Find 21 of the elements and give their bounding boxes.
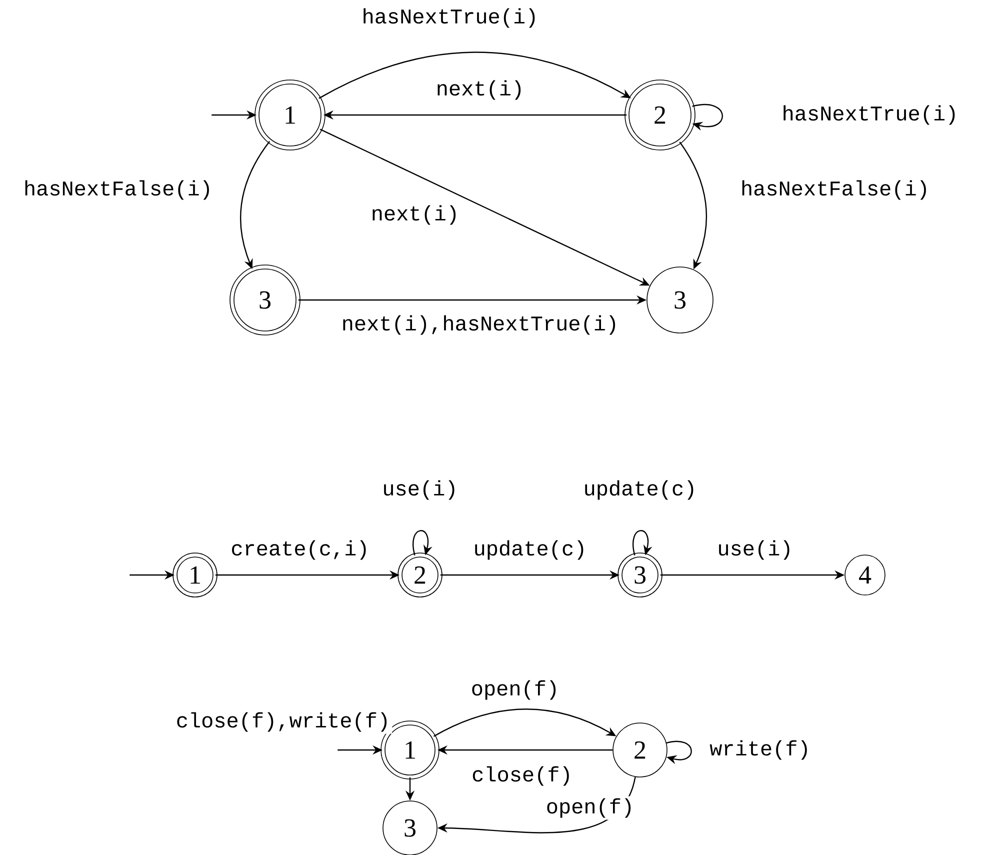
- edge-label: use(i): [715, 538, 795, 562]
- edge-label: hasNextTrue(i): [780, 103, 960, 127]
- edge-label: close(f): [470, 764, 574, 788]
- edge-label: write(f): [708, 738, 812, 762]
- loop-arrow: [632, 530, 652, 556]
- edge-label: hasNextFalse(i): [738, 178, 932, 202]
- edge-label: open(f): [468, 678, 562, 702]
- loop-arrow: [692, 104, 723, 131]
- edge-label: hasNextTrue(i): [360, 6, 540, 30]
- edge-label: close(f),write(f): [174, 710, 392, 734]
- edge-label: use(i): [380, 478, 460, 502]
- loop-arrow: [412, 530, 432, 556]
- edge-label: open(f): [544, 796, 636, 820]
- edge-label: update(c): [471, 538, 589, 562]
- edge-label: create(c,i): [228, 538, 372, 562]
- edge-label: next(i): [368, 203, 462, 227]
- edge-label: next(i),hasNextTrue(i): [339, 313, 621, 337]
- loop-arrow: [666, 740, 692, 764]
- edge-label: update(c): [581, 478, 699, 502]
- edge-label: next(i): [434, 78, 526, 102]
- edge-label: hasNextFalse(i): [22, 178, 215, 202]
